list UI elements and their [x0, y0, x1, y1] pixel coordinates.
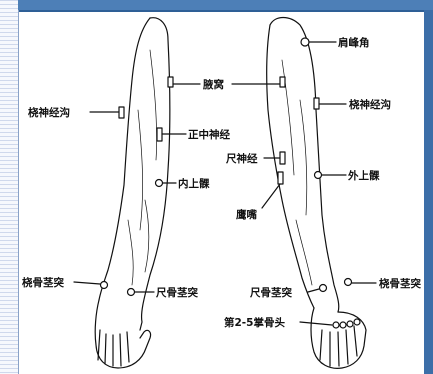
axilla-marker-right — [280, 77, 285, 87]
lateral-epicondyle-marker — [315, 172, 322, 179]
ulnar-nerve-marker — [280, 152, 285, 164]
metacarpal-leader — [300, 322, 332, 325]
label-ulnar-nerve: 尺神经 — [226, 152, 258, 165]
label-axilla: 腋窝 — [203, 78, 224, 91]
label-radial-groove-right: 桡神经沟 — [349, 98, 391, 111]
median-nerve-marker — [157, 128, 162, 141]
ulnar-styloid-leader-right — [308, 289, 319, 292]
right-arm-outline — [267, 18, 366, 369]
label-olecranon: 鹰嘴 — [236, 208, 257, 221]
label-median-nerve: 正中神经 — [188, 128, 230, 141]
label-lateral-epicondyle: 外上髁 — [347, 169, 380, 182]
label-ulnar-styloid-right: 尺骨茎突 — [250, 286, 292, 299]
left-arm-outline — [95, 18, 170, 368]
label-metacarpal-heads: 第2-5掌骨头 — [224, 316, 285, 329]
label-radial-groove-left: 桡神经沟 — [28, 106, 70, 119]
label-medial-epicondyle: 内上髁 — [178, 177, 210, 190]
metacarpal-head-markers — [333, 319, 360, 328]
axilla-marker-left — [168, 77, 173, 87]
label-ulnar-styloid-left: 尺骨茎突 — [156, 286, 198, 299]
radial-styloid-marker-right — [345, 279, 352, 286]
label-shoulder-peak: 肩峰角 — [338, 36, 370, 49]
ulnar-styloid-marker-right — [320, 285, 327, 292]
olecranon-leader — [262, 184, 280, 208]
medial-epicondyle-marker — [156, 180, 163, 187]
radial-groove-marker-left — [119, 107, 124, 118]
shoulder-peak-marker — [301, 38, 309, 46]
radial-styloid-leader-left — [74, 282, 100, 284]
ulnar-styloid-marker-left — [128, 289, 135, 296]
radial-styloid-marker-left — [101, 282, 108, 289]
label-radial-styloid-left: 桡骨茎突 — [22, 276, 64, 289]
label-radial-styloid-right: 桡骨茎突 — [379, 277, 421, 290]
radial-groove-marker-right — [314, 98, 319, 109]
olecranon-marker — [278, 172, 283, 184]
